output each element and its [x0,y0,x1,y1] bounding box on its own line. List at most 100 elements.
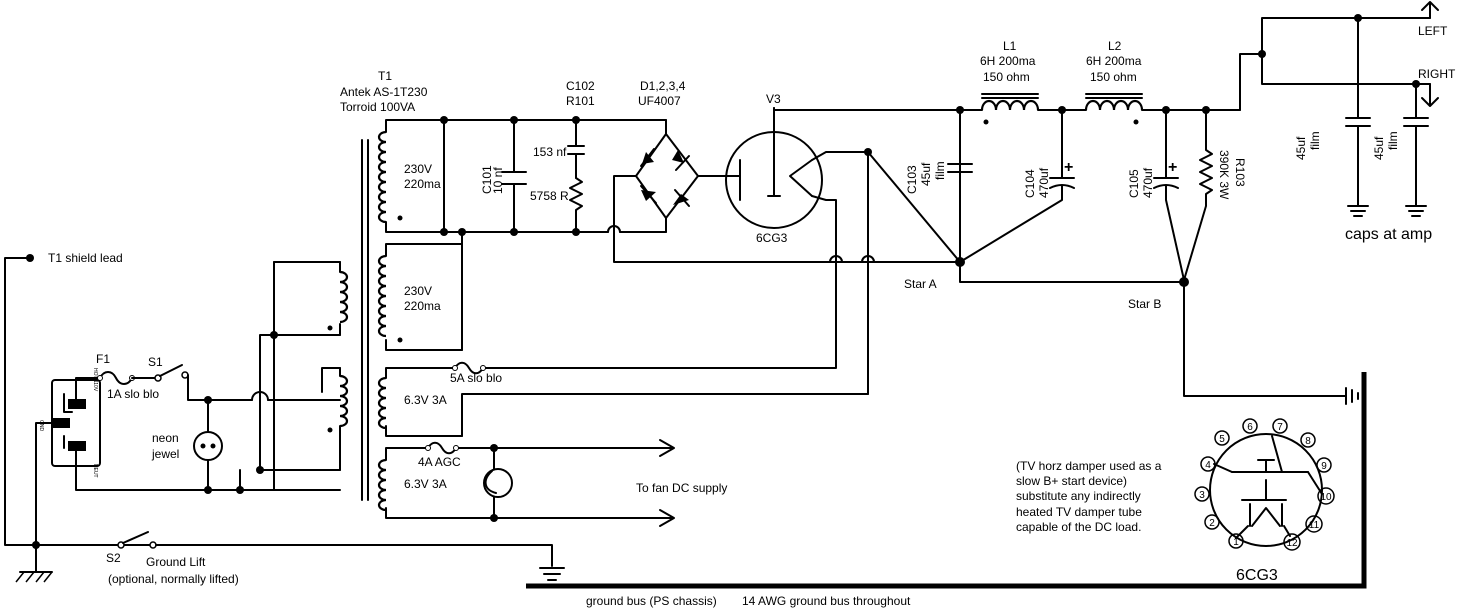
inductor-l1: L1 6H 200ma 150 ohm [980,39,1040,125]
r103-value: 390K 3W [1217,150,1231,200]
amp-cap1-kind: film [1308,131,1322,150]
pin-4: 4 [1205,460,1211,471]
pin-5: 5 [1219,434,1225,445]
shield-lead-label: T1 shield lead [48,251,123,265]
neon-label-1: neon [152,431,179,445]
pinout-title: 6CG3 [1236,567,1278,584]
c105-ref: C105 [1127,169,1141,198]
note-line-5: capable of the DC load. [1016,520,1141,534]
fuse-heater: 5A slo blo [450,261,837,385]
l1-value: 6H 200ma [980,54,1036,68]
amp-cap2-kind: film [1386,131,1400,150]
s1-ref: S1 [148,355,163,369]
iec-hot-label: HOT 110V [92,368,98,392]
primary-coil-1 [327,261,349,336]
amp-cap1-value: 45uf [1294,136,1308,160]
pin-11: 11 [1309,520,1320,531]
tube-note: (TV horz damper used as a slow B+ start … [1016,459,1162,534]
l2-dcr: 150 ohm [1090,70,1137,84]
svg-text:+: + [1168,159,1177,176]
ground-symbol-chassis [539,567,565,581]
switch-s2: S2 Ground Lift (optional, normally lifte… [35,531,553,586]
c103-kind: film [933,161,947,180]
c101-value: 10 nf [491,167,505,194]
fan-label: To fan DC supply [636,481,727,495]
f1-ref: F1 [96,352,110,366]
c105-value: 470uf [1141,167,1155,198]
amp-cap2-value: 45uf [1372,136,1386,160]
snubber-c102-r101: C102 R101 153 nf 5758 R [530,79,595,233]
r103-ref: R103 [1233,158,1247,187]
left-label: LEFT [1418,24,1448,38]
l1-dcr: 150 ohm [983,70,1030,84]
pin-9: 9 [1321,461,1327,472]
diodes-ref: D1,2,3,4 [640,79,686,93]
heater2-rating: 6.3V 3A [404,477,447,491]
bridge-rectifier: D1,2,3,4 UF4007 [613,79,961,263]
t1-desc: Torroid 100VA [340,100,415,114]
amp-cap-2: 45uf film [1372,83,1429,217]
snubber-res: 5758 R [530,189,569,203]
heater1-rating: 6.3V 3A [404,393,447,407]
t1-model: Antek AS-1T230 [340,85,428,99]
tube-v3: V3 6CG3 [725,92,961,263]
note-line-3: substitute any indirectly [1016,489,1141,503]
pin-12: 12 [1286,538,1298,549]
c101-capacitor: C101 10 nf [480,119,527,233]
fuse-fan: 4A AGC [418,441,673,469]
c104-value: 470uf [1037,167,1051,198]
switch-s1: S1 [131,355,209,401]
amp-cap-1: 45uf film [1294,17,1371,217]
f1-rating: 1A slo blo [107,387,159,401]
heater-winding-1: 6.3V 3A [377,367,463,437]
neon-label-2: jewel [151,447,179,461]
sec2-current: 220ma [404,299,441,313]
sec1-current: 220ma [404,177,441,191]
ground-bus: ground bus (PS chassis) 14 AWG ground bu… [526,372,1367,608]
inductor-l2: L2 6H 200ma 150 ohm [1084,39,1144,125]
ground-bus-awg: 14 AWG ground bus throughout [742,594,911,608]
c104-ref: C104 [1023,169,1037,198]
output-right: RIGHT [1418,67,1456,107]
fan-output-arrows: To fan DC supply [636,439,727,527]
sec2-voltage: 230V [404,284,432,298]
iec-neut-label: NEUT [92,464,98,478]
c105-capacitor: + C105 470uf [1127,109,1185,281]
svg-text:+: + [1064,159,1073,176]
right-label: RIGHT [1418,67,1456,81]
l2-value: 6H 200ma [1086,54,1142,68]
primary-coil-2 [327,367,349,471]
r103-resistor: R103 390K 3W [1183,109,1247,281]
c102-ref: C102 [566,79,595,93]
pin-6: 6 [1247,422,1253,433]
neon-jewel: neon jewel [151,396,223,494]
r101-ref: R101 [566,94,595,108]
s2-note: (optional, normally lifted) [108,572,239,586]
pin-1: 1 [1233,537,1239,548]
sec1-voltage: 230V [404,162,432,176]
transformer-t1: T1 Antek AS-1T230 Torroid 100VA [340,69,428,501]
l2-ref: L2 [1108,39,1122,53]
note-line-4: heated TV damper tube [1016,505,1142,519]
snubber-cap: 153 nf [533,145,567,159]
secondary-230v-1: 230V 220ma [377,119,445,233]
amp-caps-note: caps at amp [1345,226,1432,243]
t1-ref: T1 [378,69,392,83]
c101-ref: C101 [480,165,494,194]
s2-label: Ground Lift [146,555,206,569]
v3-type: 6CG3 [756,231,788,245]
c103-capacitor: C103 45uf film [905,161,973,194]
pin-circles: 1 2 3 4 5 6 7 8 9 10 11 12 [1194,418,1335,551]
star-a-label: Star A [904,277,937,291]
fuse-heater-label: 5A slo blo [450,371,502,385]
c103-value: 45uf [919,162,933,186]
v3-ref: V3 [766,92,781,106]
secondary-230v-2: 230V 220ma [377,243,463,351]
c103-ref: C103 [905,165,919,194]
star-b-label: Star B [1128,297,1161,311]
ground-star-b [1345,387,1359,405]
pin-2: 2 [1209,518,1215,529]
ground-bus-chassis: ground bus (PS chassis) [586,594,717,608]
pin-7: 7 [1277,422,1283,433]
